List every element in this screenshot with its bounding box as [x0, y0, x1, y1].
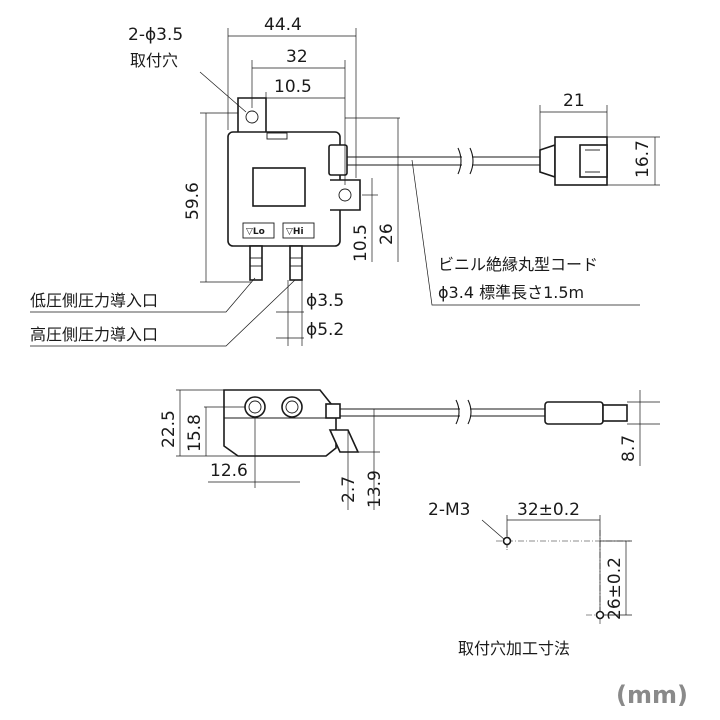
- side-connector: [544, 401, 604, 425]
- dim-port-offset: 12.6: [210, 461, 248, 481]
- mount-hole-label: 取付穴: [130, 51, 178, 70]
- side-body: [223, 389, 337, 457]
- dim-port-inner: ϕ3.5: [306, 291, 344, 311]
- mount-screw-spec: 2-M3: [428, 500, 470, 520]
- side-boss: [325, 403, 341, 419]
- mount-hole-left: [245, 110, 259, 124]
- low-port-label: 低圧側圧力導入口: [30, 291, 158, 310]
- top-view: ▽Lo ▽Hi 44.4: [30, 15, 660, 347]
- mount-pitch-y: 26±0.2: [605, 557, 625, 620]
- leader-high: [30, 279, 296, 347]
- side-cord-break-2: [467, 399, 472, 425]
- mount-pitch-x: 32±0.2: [517, 500, 580, 520]
- cord-break-2: [469, 147, 474, 175]
- display-window: [252, 167, 306, 207]
- dim-depth-overall: 22.5: [159, 410, 179, 448]
- cable-boss: [328, 144, 348, 176]
- side-connector-tip: [602, 404, 628, 422]
- mount-point-b: [595, 610, 605, 620]
- dim-connector-width: 21: [563, 91, 585, 111]
- leader-low: [30, 277, 256, 313]
- hi-badge: [282, 222, 315, 239]
- high-port-label: 高圧側圧力導入口: [30, 325, 158, 344]
- mount-caption: 取付穴加工寸法: [458, 639, 570, 658]
- leader-m3: [481, 519, 506, 541]
- dim-height-overall: 59.6: [183, 182, 203, 220]
- leader-cord: [411, 159, 640, 306]
- side-view: 22.5 15.8 12.6 2.7 13.9 8.7: [159, 389, 660, 510]
- leader-hole: [199, 71, 247, 113]
- side-cord-break-1: [455, 399, 460, 425]
- side-port-low: [244, 396, 266, 418]
- dim-hole-pitch: 32: [286, 47, 308, 67]
- dim-depth-body: 15.8: [185, 414, 205, 452]
- dim-port-outer: ϕ5.2: [306, 320, 344, 340]
- high-port: [289, 245, 303, 281]
- low-port: [249, 245, 263, 281]
- side-port-high: [281, 396, 303, 418]
- dim-connector-height: 16.7: [633, 140, 653, 178]
- mounting-layout: 2-M3 32±0.2 26±0.2 取付穴加工寸法: [428, 500, 632, 658]
- mount-hole-right: [338, 188, 352, 202]
- connector-neck: [539, 143, 556, 179]
- dim-flange-thickness: 2.7: [339, 476, 359, 503]
- dim-width-overall: 44.4: [264, 15, 302, 35]
- cord-break-1: [457, 147, 462, 175]
- lo-mark: ▽Lo: [246, 227, 265, 237]
- dim-cable-dia-side: 8.7: [619, 435, 639, 462]
- hi-mark: ▽Hi: [286, 227, 304, 237]
- cord-label-2: ϕ3.4 標準長さ1.5m: [438, 283, 584, 302]
- lo-badge: [242, 222, 275, 239]
- side-port-high-inner: [285, 400, 299, 414]
- dim-cable-offset-b: 26: [377, 223, 397, 245]
- top-notch: [266, 132, 288, 140]
- mount-point-a: [502, 536, 512, 546]
- mount-hole-spec: 2-ϕ3.5: [128, 25, 183, 45]
- unit-label: (mm): [616, 681, 688, 709]
- dim-flange-height: 13.9: [365, 470, 385, 508]
- cord-label-1: ビニル絶縁丸型コード: [438, 255, 598, 274]
- side-port-low-inner: [248, 400, 262, 414]
- dim-hole-offset: 10.5: [274, 77, 312, 97]
- dim-cable-offset-a: 10.5: [351, 224, 371, 262]
